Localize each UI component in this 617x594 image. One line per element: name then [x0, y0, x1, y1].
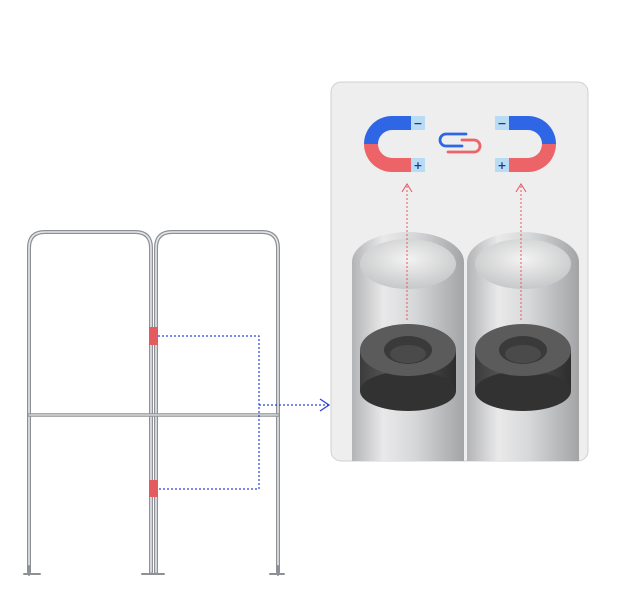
magnet-connector-bottom	[149, 480, 158, 497]
magnet-left-bottom-sign: +	[413, 159, 422, 172]
guide-arrow-left	[401, 183, 413, 193]
pole-cap-bottom	[495, 158, 509, 172]
magnet-right-bottom-sign: +	[497, 159, 506, 172]
chevron-right-icon	[319, 398, 331, 412]
paperclip-link-icon	[438, 132, 482, 154]
horseshoe-magnet-icon: − +	[364, 116, 425, 172]
tube-left	[352, 232, 464, 461]
magnet-connector-top	[149, 327, 158, 345]
tube-right	[467, 232, 579, 461]
frame-right-panel	[154, 230, 280, 574]
pole-cap-top	[495, 116, 509, 130]
frame-left-panel	[27, 230, 153, 574]
display-frame	[23, 230, 285, 576]
magnet-ring-right	[475, 324, 571, 411]
magnet-left-top-sign: −	[413, 117, 422, 130]
pole-cap-top	[411, 116, 425, 130]
pole-cap-bottom	[411, 158, 425, 172]
guide-arrow-right	[515, 183, 527, 193]
frame-feet	[23, 565, 285, 576]
callout-guide-lines	[158, 335, 328, 490]
horseshoe-magnet-icon: − +	[495, 116, 556, 172]
magnet-right-top-sign: −	[497, 117, 506, 130]
magnet-ring-left	[360, 324, 456, 411]
